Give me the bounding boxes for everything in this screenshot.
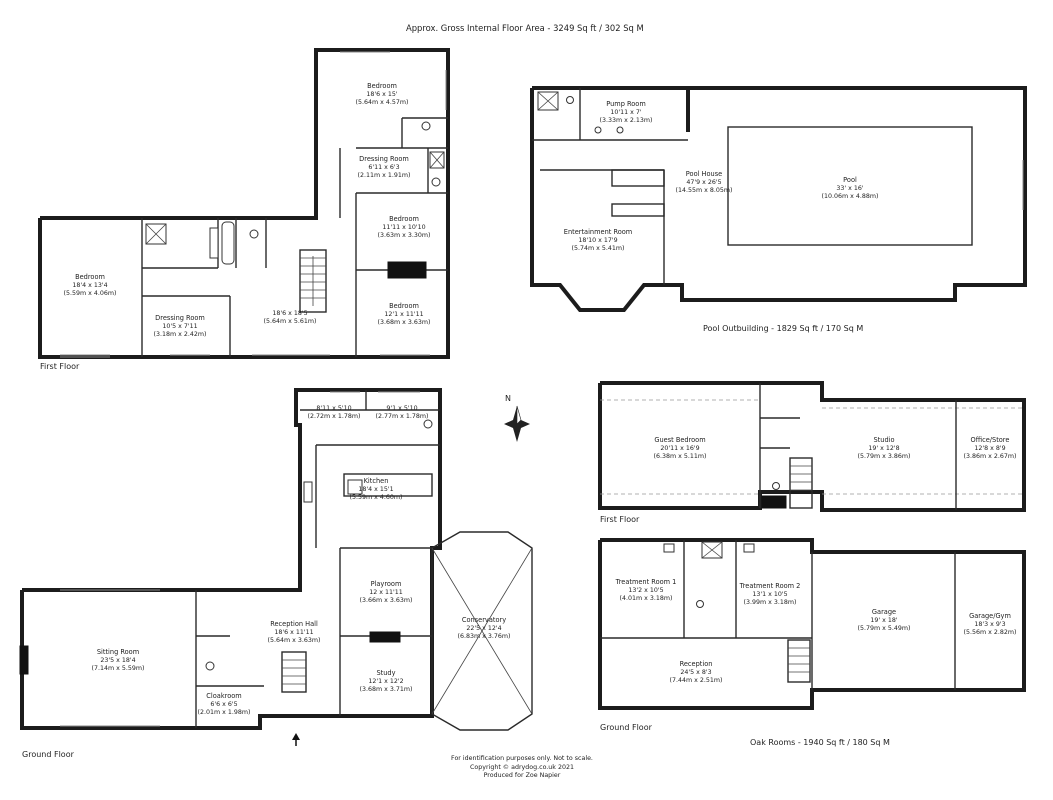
floor-caption: First Floor xyxy=(40,362,80,371)
main-ground-floor-plan xyxy=(19,388,533,746)
oak-rooms-first-floor-plan xyxy=(598,381,1026,512)
compass-rose xyxy=(504,405,530,442)
room-label: 18'6 x 18'5(5.64m x 5.61m) xyxy=(263,310,317,326)
room-label: 9'1 x 5'10(2.77m x 1.78m) xyxy=(375,405,429,421)
oak-rooms-ground-floor-plan xyxy=(598,538,1026,710)
building-caption: Pool Outbuilding - 1829 Sq ft / 170 Sq M xyxy=(703,324,864,333)
area-title: Approx. Gross Internal Floor Area - 3249… xyxy=(406,23,644,33)
compass-north-label: N xyxy=(505,394,511,403)
floor-caption: First Floor xyxy=(600,515,640,524)
building-caption: Oak Rooms - 1940 Sq ft / 180 Sq M xyxy=(750,738,890,747)
footer-note: For identification purposes only. Not to… xyxy=(451,755,593,779)
floor-caption: Ground Floor xyxy=(22,750,74,759)
floor-caption: Ground Floor xyxy=(600,723,652,732)
room-label: 8'11 x 5'10(2.72m x 1.78m) xyxy=(307,405,361,421)
pool-outbuilding-plan xyxy=(530,86,1027,312)
main-first-floor-plan xyxy=(38,48,450,359)
